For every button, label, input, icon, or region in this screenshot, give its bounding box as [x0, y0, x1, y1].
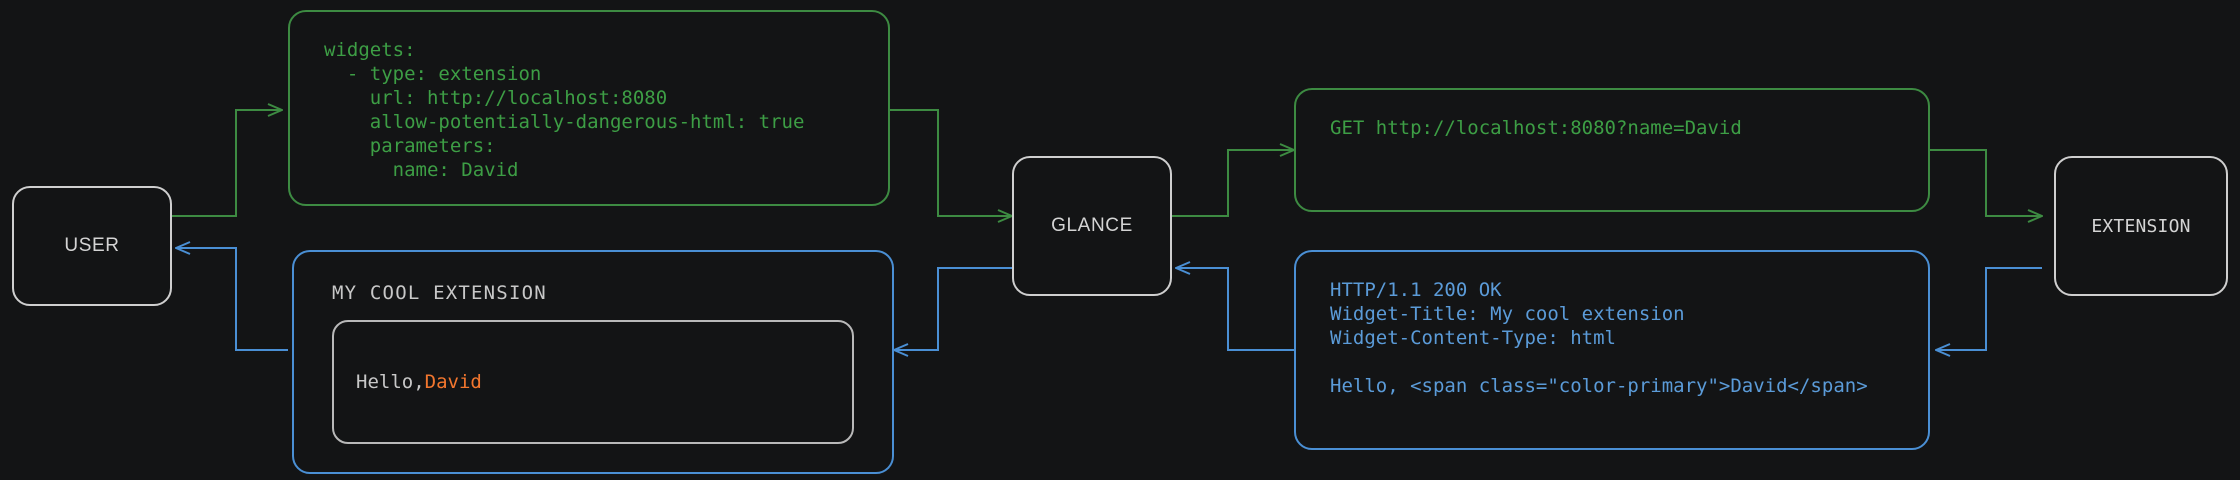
- widget-preview-body: Hello, David: [332, 320, 854, 444]
- config-yaml-text: widgets: - type: extension url: http://l…: [324, 39, 805, 181]
- wire-glance-to-request: [1172, 150, 1294, 217]
- node-extension-label: EXTENSION: [2091, 215, 2191, 237]
- http-response-block: HTTP/1.1 200 OK Widget-Title: My cool ex…: [1294, 250, 1930, 450]
- wire-request-to-extension: [1930, 149, 2042, 216]
- wire-response-to-glance: [1176, 268, 1294, 351]
- widget-preview: MY COOL EXTENSION Hello, David: [292, 250, 894, 474]
- wire-config-to-glance: [890, 109, 1012, 216]
- config-yaml-block: widgets: - type: extension url: http://l…: [288, 10, 890, 206]
- widget-greeting-text: Hello,: [356, 371, 425, 393]
- node-extension[interactable]: EXTENSION: [2054, 156, 2228, 296]
- node-user[interactable]: USER: [12, 186, 172, 306]
- wire-extension-to-response: [1936, 267, 2042, 350]
- wire-glance-to-widget: [894, 267, 1012, 350]
- node-glance[interactable]: GLANCE: [1012, 156, 1172, 296]
- widget-name-value: David: [424, 371, 482, 393]
- node-user-label: USER: [64, 235, 120, 256]
- node-glance-label: GLANCE: [1051, 215, 1133, 236]
- widget-preview-title: MY COOL EXTENSION: [332, 282, 547, 304]
- wire-widget-to-user: [176, 248, 288, 351]
- http-request-block: GET http://localhost:8080?name=David: [1294, 88, 1930, 212]
- http-response-text: HTTP/1.1 200 OK Widget-Title: My cool ex…: [1330, 279, 1868, 397]
- http-request-text: GET http://localhost:8080?name=David: [1330, 117, 1742, 139]
- wire-user-to-config: [172, 110, 282, 217]
